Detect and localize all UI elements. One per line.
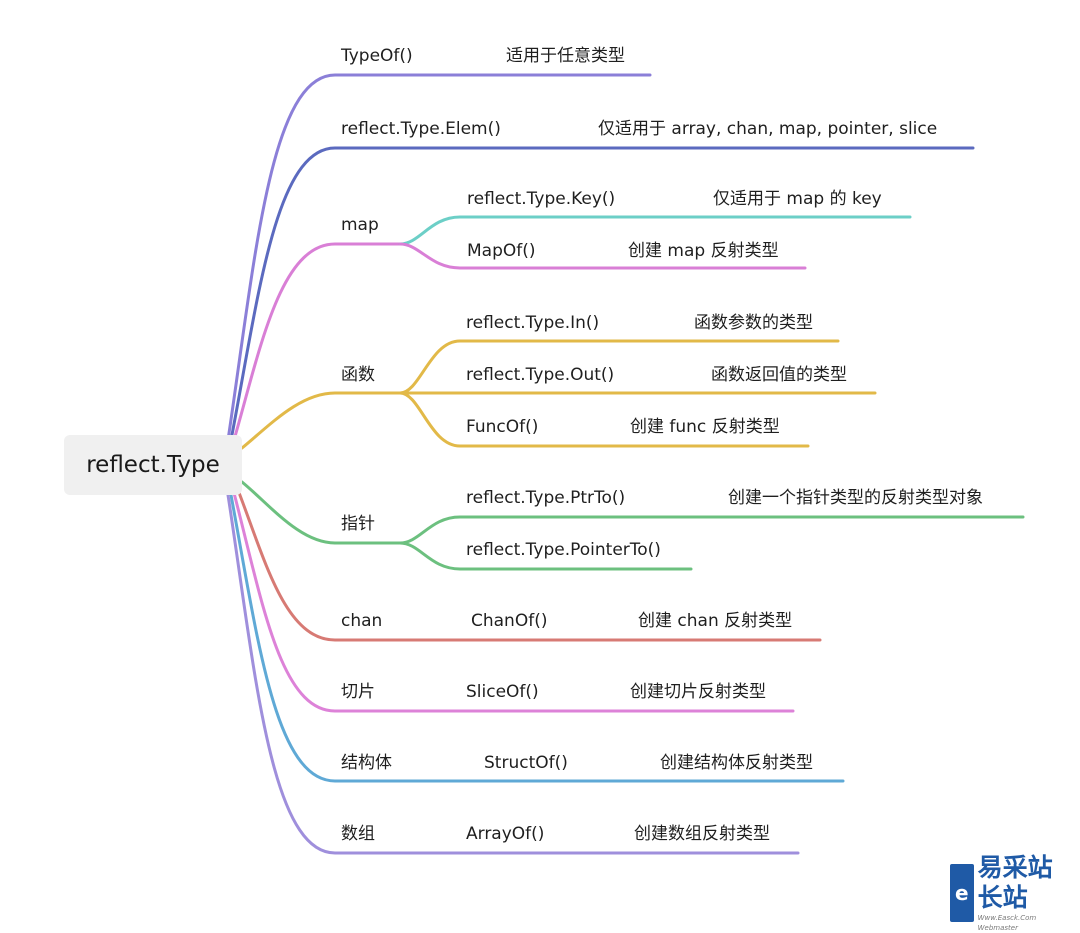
slice-label: 切片 bbox=[341, 682, 375, 702]
watermark-logo-icon: e bbox=[950, 864, 974, 922]
connector-typeof bbox=[226, 73, 652, 442]
ptrto-label: reflect.Type.PtrTo() bbox=[466, 488, 626, 508]
connector-func-funcof bbox=[398, 391, 810, 448]
elem-label: reflect.Type.Elem() bbox=[341, 119, 501, 139]
chanof-desc: 创建 chan 反射类型 bbox=[638, 611, 793, 631]
func-label: 函数 bbox=[341, 365, 375, 385]
funcof-label: FuncOf() bbox=[466, 417, 539, 437]
sliceof-desc: 创建切片反射类型 bbox=[630, 682, 766, 702]
pointerto-label: reflect.Type.PointerTo() bbox=[466, 540, 661, 560]
watermark-subtitle: Www.Easck.Com Webmaster bbox=[977, 914, 1037, 932]
chan-label: chan bbox=[341, 611, 383, 631]
connector-func bbox=[240, 391, 402, 450]
mapof-label: MapOf() bbox=[467, 241, 536, 261]
connector-map bbox=[232, 242, 402, 442]
watermark: e 易采站长站 Www.Easck.Com Webmaster bbox=[950, 853, 1076, 932]
mapof-desc: 创建 map 反射类型 bbox=[628, 241, 779, 261]
connector-func-in bbox=[398, 339, 840, 395]
struct-label: 结构体 bbox=[341, 753, 392, 773]
watermark-text: 易采站长站 Www.Easck.Com Webmaster bbox=[978, 853, 1076, 933]
connector-ptr-ptrto bbox=[398, 515, 1025, 545]
connector-map-key bbox=[398, 215, 912, 246]
connector-elem bbox=[229, 146, 975, 442]
func-out-desc: 函数返回值的类型 bbox=[711, 365, 847, 385]
sliceof-label: SliceOf() bbox=[466, 682, 539, 702]
typeof-label: TypeOf() bbox=[341, 46, 413, 66]
arrayof-label: ArrayOf() bbox=[466, 824, 545, 844]
connector-ptr bbox=[240, 480, 402, 545]
structof-label: StructOf() bbox=[484, 753, 568, 773]
array-label: 数组 bbox=[341, 824, 375, 844]
arrayof-desc: 创建数组反射类型 bbox=[634, 824, 770, 844]
ptr-label: 指针 bbox=[341, 514, 375, 534]
root-label: reflect.Type bbox=[86, 452, 220, 478]
chanof-label: ChanOf() bbox=[471, 611, 548, 631]
connector-chan bbox=[236, 488, 822, 642]
ptrto-desc: 创建一个指针类型的反射类型对象 bbox=[728, 488, 983, 508]
elem-desc: 仅适用于 array, chan, map, pointer, slice bbox=[598, 119, 938, 139]
connector-map-mapof bbox=[398, 242, 807, 270]
map-key-label: reflect.Type.Key() bbox=[467, 189, 616, 209]
func-out-label: reflect.Type.Out() bbox=[466, 365, 615, 385]
watermark-title: 易采站长站 bbox=[977, 853, 1053, 912]
connector-slice bbox=[232, 491, 795, 713]
func-in-desc: 函数参数的类型 bbox=[694, 313, 813, 333]
connector-ptr-pointerto bbox=[398, 541, 693, 571]
watermark-logo-letter: e bbox=[955, 881, 969, 905]
root-node: reflect.Type bbox=[64, 435, 242, 495]
connector-array bbox=[226, 493, 800, 855]
funcof-desc: 创建 func 反射类型 bbox=[630, 417, 780, 437]
map-key-desc: 仅适用于 map 的 key bbox=[713, 189, 882, 209]
typeof-desc: 适用于任意类型 bbox=[506, 46, 625, 66]
structof-desc: 创建结构体反射类型 bbox=[660, 753, 813, 773]
func-in-label: reflect.Type.In() bbox=[466, 313, 600, 333]
map-label: map bbox=[341, 215, 379, 235]
connector-struct bbox=[229, 493, 845, 783]
